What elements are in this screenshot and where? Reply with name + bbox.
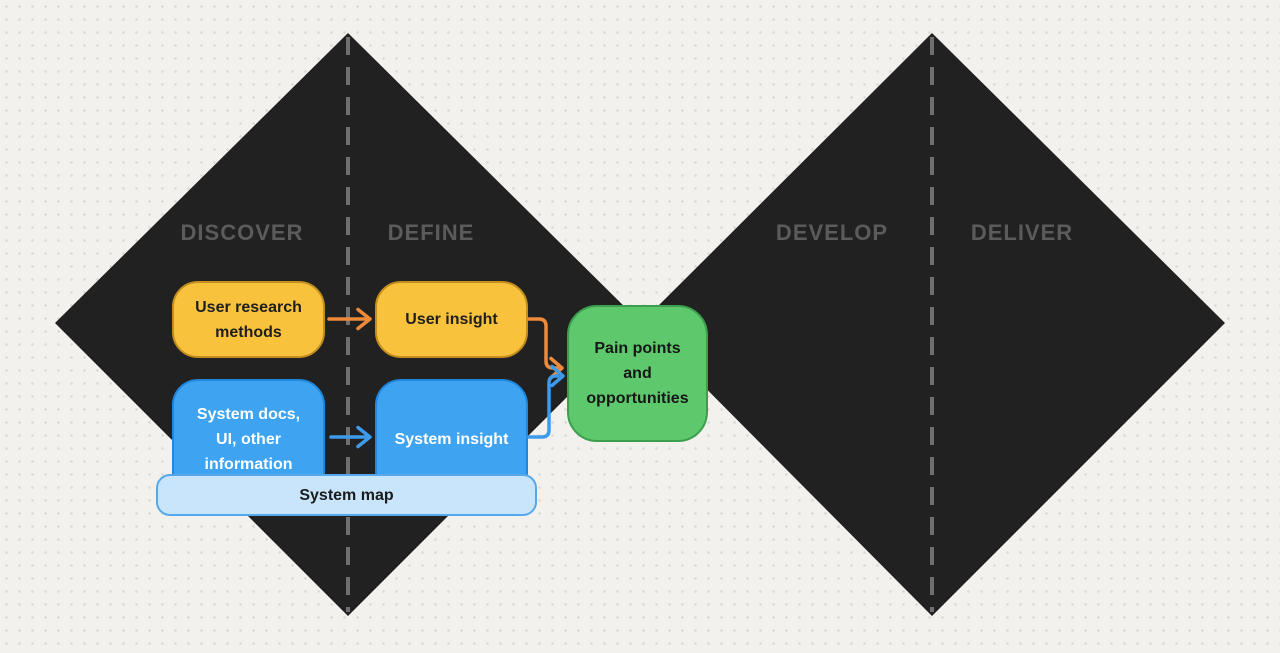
node-text-line: information xyxy=(204,455,293,473)
node-text-line: UI, other xyxy=(216,430,281,448)
phase-label-develop: DEVELOP xyxy=(775,220,889,245)
node-pain-points-and-opportunities[interactable]: Pain points and opportunities xyxy=(567,305,708,442)
node-text-line: and xyxy=(623,365,652,382)
phase-label-deliver: DELIVER xyxy=(970,220,1074,245)
phase-label-define: DEFINE xyxy=(387,220,475,245)
node-text-line: System insight xyxy=(394,430,509,448)
node-system-map[interactable]: System map xyxy=(156,474,537,516)
node-text-line: System map xyxy=(299,486,394,504)
node-user-insight[interactable]: User insight xyxy=(375,281,528,358)
node-user-research-methods[interactable]: User research methods xyxy=(172,281,325,358)
node-text-line: methods xyxy=(215,323,282,341)
node-text-line: Pain points xyxy=(594,340,681,357)
phase-label-discover: DISCOVER xyxy=(180,220,304,245)
node-text-line: User research xyxy=(195,298,302,316)
node-text-line: User insight xyxy=(405,311,498,328)
node-text-line: System docs, xyxy=(196,405,301,423)
node-text-line: opportunities xyxy=(586,390,689,407)
